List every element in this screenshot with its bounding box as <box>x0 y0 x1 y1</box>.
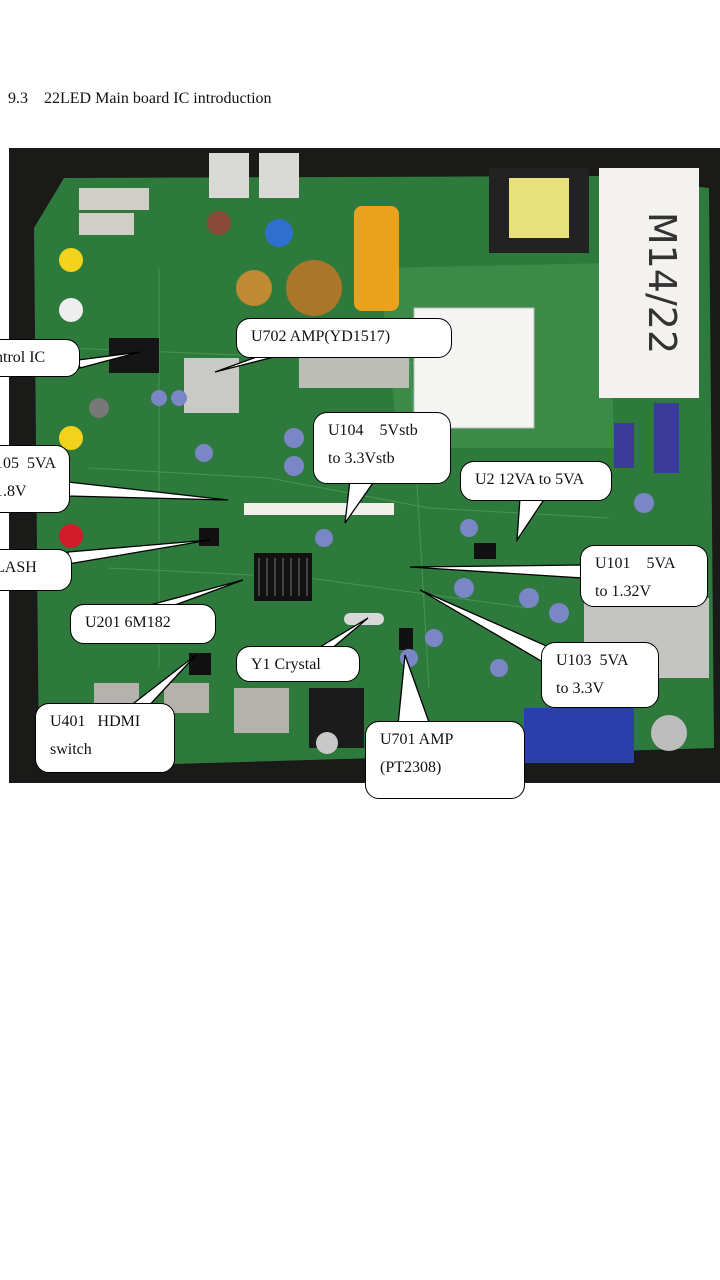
connector-white <box>259 153 299 198</box>
rca-jack <box>316 732 338 754</box>
toroid-coil <box>286 260 342 316</box>
regulator-chip <box>474 543 496 559</box>
ic-chip <box>109 338 159 373</box>
handwritten-note: M14/22 <box>640 212 684 354</box>
white-jack <box>59 298 83 322</box>
capacitor-blue <box>265 219 293 247</box>
yellow-jack <box>59 426 83 450</box>
red-jack <box>59 524 83 548</box>
hdmi-port <box>164 683 209 713</box>
header-connector <box>79 213 134 235</box>
capacitor-purple <box>614 423 634 468</box>
electrolytic-capacitor <box>354 206 399 311</box>
crystal <box>344 613 384 625</box>
toroid-coil <box>236 270 272 306</box>
capacitor-purple <box>654 403 679 473</box>
transformer-coil <box>509 178 569 238</box>
section-heading: 9.3 22LED Main board IC introduction <box>8 90 272 107</box>
main-board-photo: M14/22 <box>9 148 720 783</box>
connector-white <box>209 153 249 198</box>
capacitor <box>207 211 231 235</box>
header-connector <box>79 188 149 210</box>
amp-chip <box>399 628 413 650</box>
antenna-connector <box>651 715 687 751</box>
screw-hole <box>89 398 109 418</box>
hdmi-switch-chip <box>189 653 211 675</box>
ribbon-connector <box>244 503 394 515</box>
tuner <box>584 598 709 678</box>
hdmi-port <box>234 688 289 733</box>
vga-port <box>524 708 634 763</box>
yellow-jack <box>59 248 83 272</box>
handwritten-label-card <box>599 168 699 398</box>
hdmi-port <box>94 683 139 713</box>
aluminium-heatsink <box>184 358 239 413</box>
flash-chip <box>199 528 219 546</box>
white-heatsink <box>413 307 535 429</box>
metal-shield <box>299 323 409 388</box>
